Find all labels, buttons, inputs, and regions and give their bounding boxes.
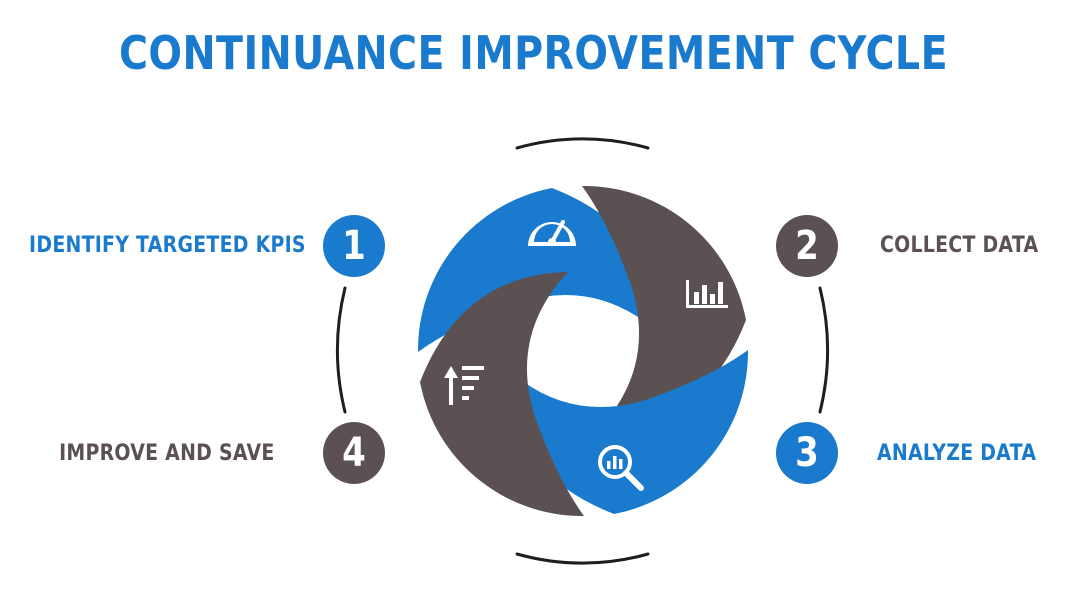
page-title: CONTINUANCE IMPROVEMENT CYCLE bbox=[118, 26, 949, 80]
step-3-badge: 3 bbox=[776, 422, 838, 484]
step-1-label: IDENTIFY TARGETED KPIS bbox=[29, 233, 306, 258]
petal-collect bbox=[582, 185, 746, 430]
arc-top bbox=[515, 137, 650, 150]
step-2-badge: 2 bbox=[776, 215, 838, 277]
arc-right bbox=[818, 286, 830, 414]
swirl bbox=[417, 185, 749, 517]
connector-arcs bbox=[335, 137, 830, 565]
bar-chart-icon bbox=[686, 280, 728, 308]
step-4-badge: 4 bbox=[323, 422, 385, 484]
sort-list-icon bbox=[444, 366, 484, 405]
arc-bottom bbox=[515, 552, 650, 565]
petal-improve bbox=[420, 272, 584, 517]
speedometer-icon bbox=[528, 220, 576, 246]
step-3-label: ANALYZE DATA bbox=[877, 441, 1037, 466]
step-1-badge: 1 bbox=[323, 215, 385, 277]
step-2-label: COLLECT DATA bbox=[880, 233, 1039, 258]
petal-analyze bbox=[504, 350, 749, 514]
step-4-label: IMPROVE AND SAVE bbox=[59, 441, 275, 466]
arc-left bbox=[335, 286, 347, 414]
magnifier-chart-icon bbox=[598, 445, 644, 491]
